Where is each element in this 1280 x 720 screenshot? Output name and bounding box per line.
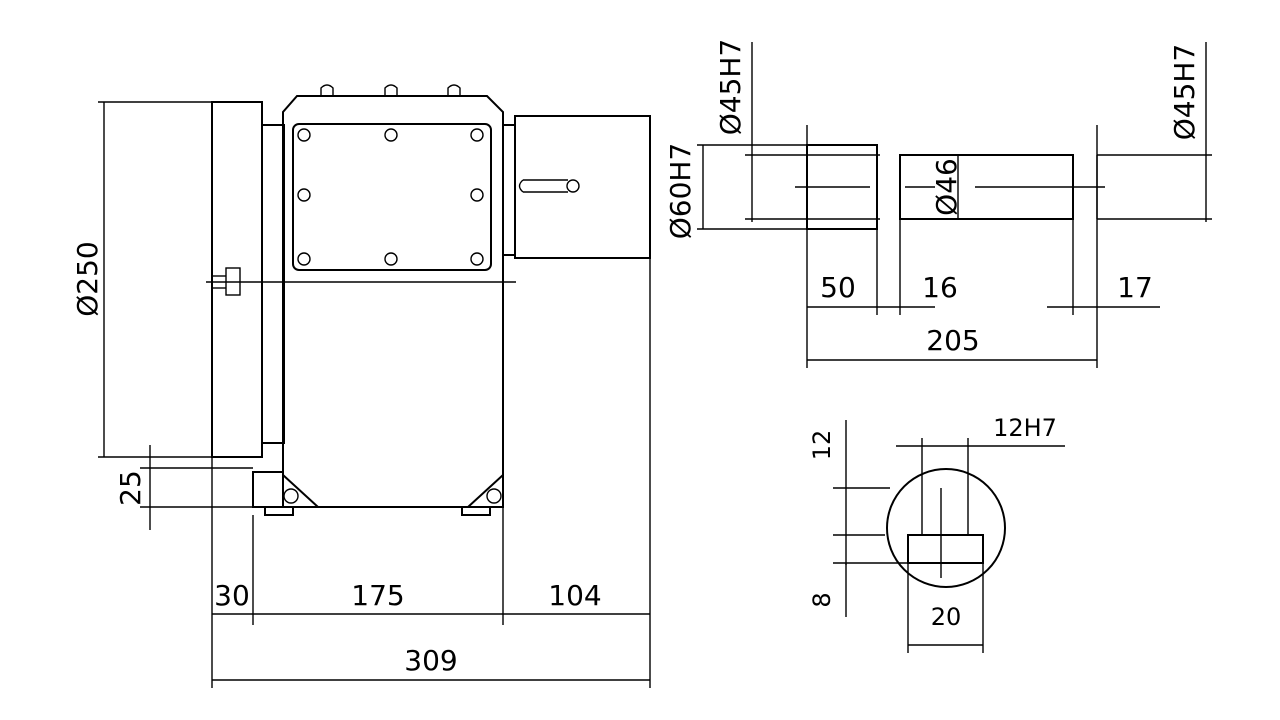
dim-width-30: 30	[214, 579, 250, 612]
motor-drum	[211, 101, 263, 458]
foot-right-gusset	[467, 474, 504, 508]
front-view: Ø250 25 30 175 104 309	[71, 84, 651, 688]
dim-width-104: 104	[548, 579, 601, 612]
dim-key-12h7: 12H7	[993, 414, 1057, 442]
dim-len-50: 50	[820, 271, 856, 304]
dim-dia-45h7-right: Ø45H7	[1168, 44, 1201, 141]
dim-width-309: 309	[404, 644, 457, 677]
dim-len-17: 17	[1117, 271, 1153, 304]
foot-pad-right	[461, 506, 491, 516]
dim-height-8: 8	[808, 592, 836, 607]
dim-dia-45h7-left: Ø45H7	[714, 39, 747, 136]
foot-bolt-right	[486, 488, 502, 504]
foot-bolt-left	[283, 488, 299, 504]
top-bolts	[320, 84, 461, 96]
dim-height-25: 25	[114, 470, 147, 506]
foot-left-block	[252, 471, 284, 508]
dim-dia-60h7: Ø60H7	[664, 143, 697, 240]
output-flange-step	[502, 124, 516, 256]
key-slot	[907, 534, 984, 564]
foot-left-gusset	[282, 474, 319, 508]
dim-dia-250: Ø250	[71, 241, 104, 316]
dim-len-205: 205	[926, 324, 979, 357]
foot-pad-left	[264, 506, 294, 516]
dim-dia-46: Ø46	[930, 158, 963, 216]
dim-width-20: 20	[931, 603, 962, 631]
inspection-cover	[292, 123, 492, 271]
dim-height-12: 12	[808, 430, 836, 461]
gear-housing	[282, 95, 504, 508]
side-fitting	[225, 267, 241, 296]
dim-len-16: 16	[922, 271, 958, 304]
dim-width-175: 175	[351, 579, 404, 612]
cover-bolt-holes	[297, 128, 484, 266]
shaft-view: Ø45H7 Ø60H7 Ø46 Ø45H7 50 16 17 205	[664, 39, 1212, 368]
output-flange	[514, 115, 651, 259]
drum-collar	[261, 124, 285, 444]
keyway-circle	[886, 468, 1006, 588]
lever-handle	[518, 179, 580, 193]
keyway-view: 12H7 12 8 20	[808, 414, 1065, 653]
